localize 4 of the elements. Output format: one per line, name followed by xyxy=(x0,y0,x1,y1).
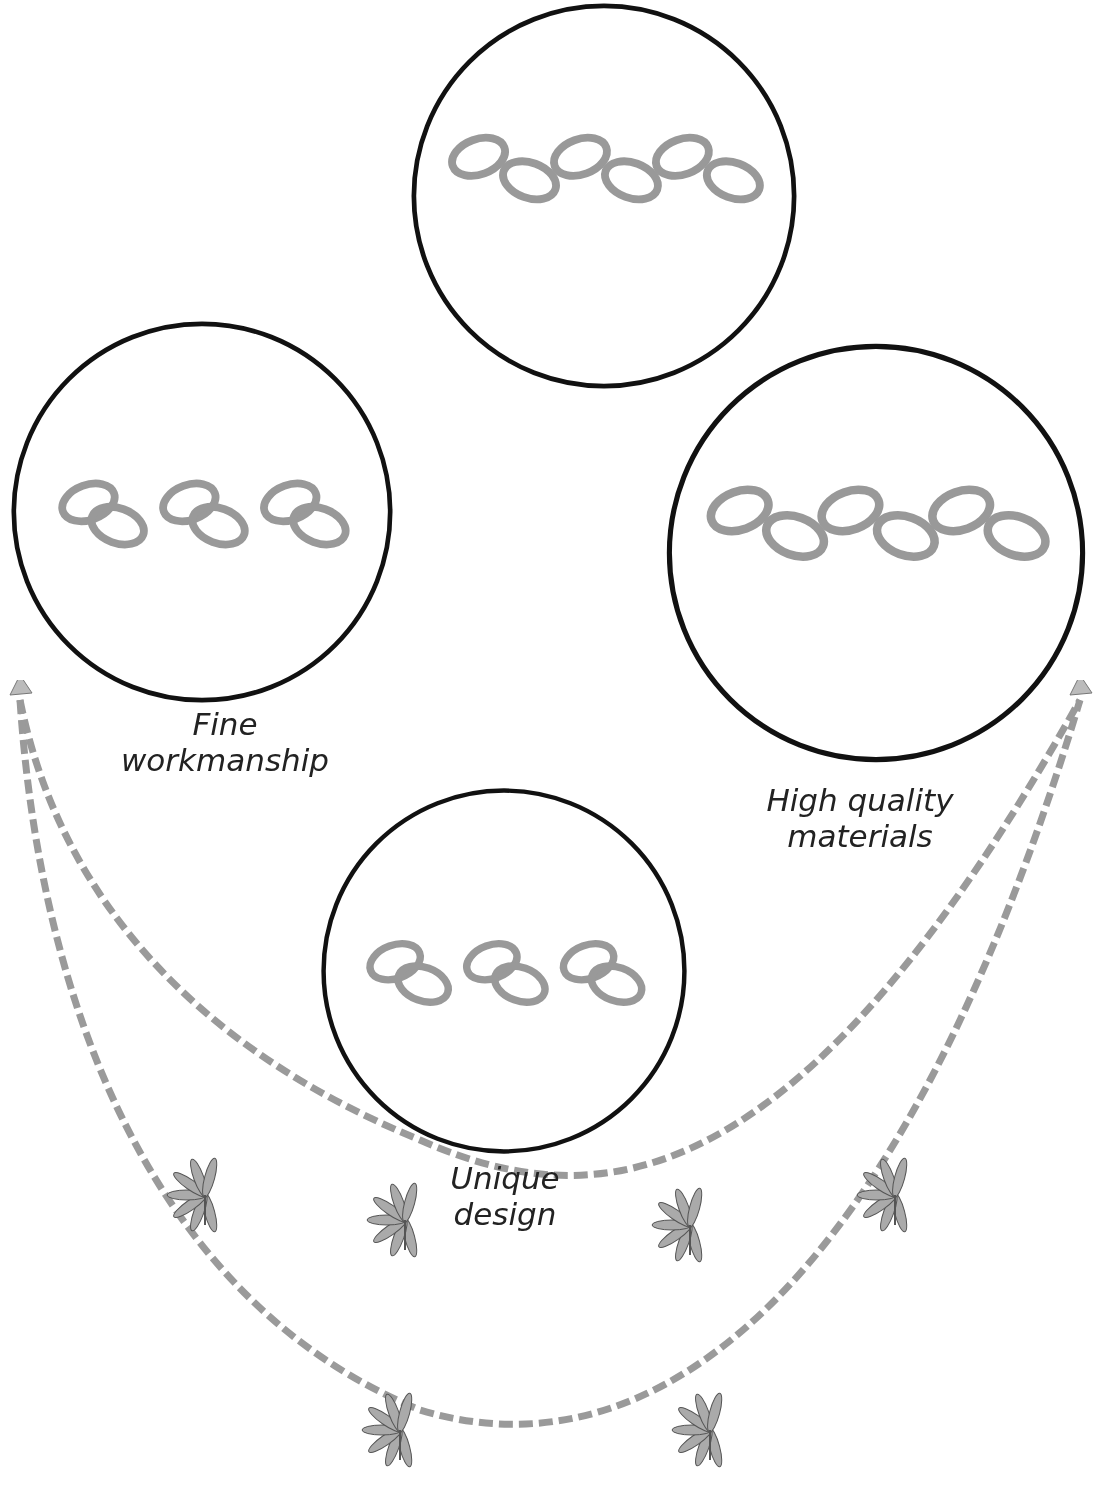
caption-text: Unique design xyxy=(449,1160,561,1232)
caption-text: Fine workmanship xyxy=(120,706,330,778)
detail-photo-circle xyxy=(318,785,690,1157)
caption-text: High quality materials xyxy=(765,782,955,854)
